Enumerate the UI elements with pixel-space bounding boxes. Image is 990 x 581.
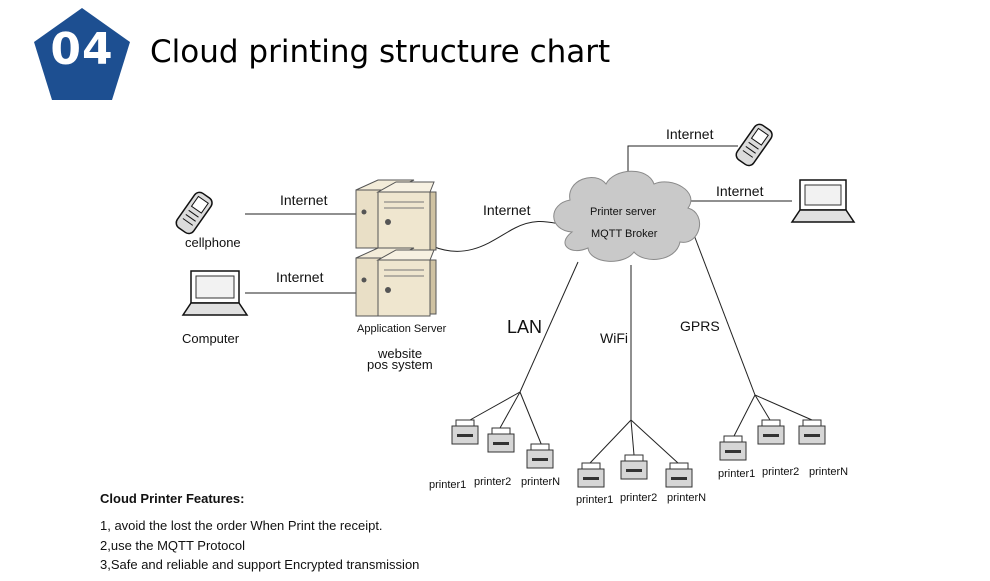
- gprs-printerN-icon: [798, 419, 826, 445]
- gprs-link-printer2: [754, 394, 771, 421]
- gprs-printerN-label: printerN: [809, 466, 849, 478]
- lan-printer1-label: printer1: [429, 479, 467, 491]
- page-title: Cloud printing structure chart: [150, 34, 611, 70]
- wifi-printer2-label: printer2: [620, 492, 658, 504]
- internet-label-cellphone: Internet: [280, 192, 328, 208]
- computer-icon: [181, 270, 249, 316]
- cellphone-icon: [175, 191, 213, 235]
- link-server-cloud: [431, 221, 561, 252]
- gprs-link-printer1: [732, 394, 756, 439]
- lan-printer2-label: printer2: [474, 476, 512, 488]
- cellphone-label: cellphone: [185, 235, 241, 250]
- internet-label-top-phone: Internet: [666, 126, 714, 142]
- gprs-printer2-icon: [757, 419, 785, 445]
- feature-item-3: 3,Safe and reliable and support Encrypte…: [100, 557, 420, 572]
- wifi-printer1-icon: [577, 462, 605, 488]
- lan-link-printer1: [469, 391, 521, 421]
- server-pos-label: pos system: [367, 357, 433, 372]
- wifi-label: WiFi: [600, 330, 628, 346]
- laptop-icon: [790, 179, 856, 223]
- gprs-printer1-icon: [719, 435, 747, 461]
- internet-label-computer: Internet: [276, 269, 324, 285]
- gprs-printer1-label: printer1: [718, 468, 756, 480]
- computer-label: Computer: [182, 331, 240, 346]
- wifi-link-printer1: [589, 419, 632, 464]
- badge-number: 04: [50, 24, 114, 75]
- server-icon: [355, 179, 437, 317]
- server-website-label: website: [378, 346, 423, 361]
- feature-item-2: 2,use the MQTT Protocol: [100, 538, 245, 553]
- wifi-printerN-icon: [665, 462, 693, 488]
- lan-printer2-icon: [487, 427, 515, 453]
- wifi-printerN-label: printerN: [667, 492, 707, 504]
- top-cellphone-icon: [735, 123, 773, 167]
- link-cloud-top-phone: [627, 145, 738, 178]
- lan-link-printerN: [519, 391, 543, 447]
- server-label: Application Server: [357, 323, 447, 335]
- lan-printerN-label: printerN: [521, 476, 561, 488]
- gprs-link-printerN: [754, 394, 813, 421]
- gprs-printer2-label: printer2: [762, 466, 800, 478]
- wifi-link-printer2: [630, 419, 635, 456]
- gprs-trunk: [693, 234, 756, 396]
- lan-link-printer2: [499, 391, 521, 429]
- wifi-printer2-icon: [620, 454, 648, 480]
- cloud-label-printer-server: Printer server: [590, 206, 657, 218]
- feature-item-1: 1, avoid the lost the order When Print t…: [100, 518, 383, 533]
- lan-printer1-icon: [451, 419, 479, 445]
- badge-pentagon: [34, 8, 130, 100]
- cloud-icon: [553, 170, 700, 262]
- gprs-label: GPRS: [680, 318, 720, 334]
- lan-trunk: [519, 261, 579, 393]
- lan-printerN-icon: [526, 443, 554, 469]
- lan-label: LAN: [507, 317, 543, 337]
- wifi-printer1-label: printer1: [576, 494, 614, 506]
- internet-label-server-cloud: Internet: [483, 202, 531, 218]
- internet-label-laptop: Internet: [716, 183, 764, 199]
- wifi-link-printerN: [630, 419, 679, 464]
- features-title: Cloud Printer Features:: [100, 491, 245, 506]
- cloud-label-mqtt-broker: MQTT Broker: [591, 228, 658, 240]
